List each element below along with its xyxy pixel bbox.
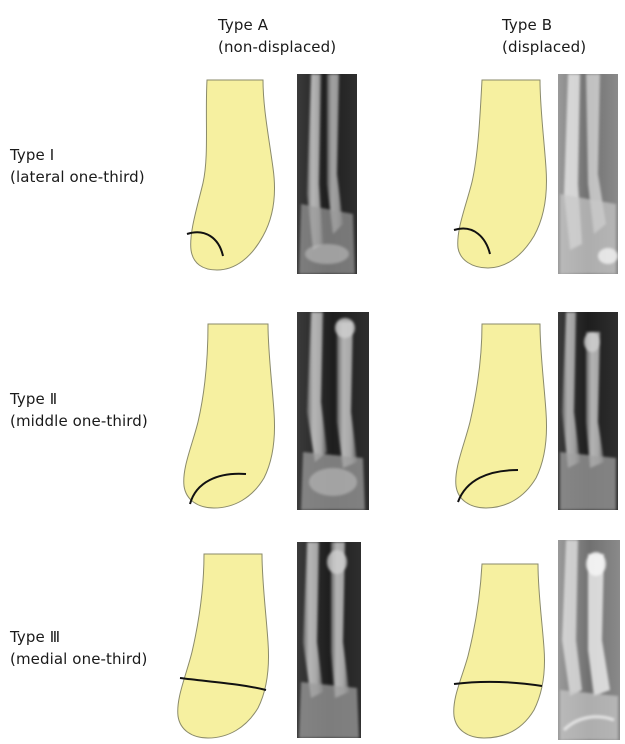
row-header-type-1: Type Ⅰ (lateral one-third) (10, 144, 145, 188)
bone-diagram-type-3a (176, 552, 276, 742)
bone-diagram-type-3b (452, 562, 552, 742)
column-header-type-b: Type B (displaced) (502, 14, 586, 58)
bone-diagram-type-1b (452, 78, 552, 278)
row-subtitle: (medial one-third) (10, 648, 147, 670)
row-subtitle: (middle one-third) (10, 410, 148, 432)
xray-image-type-2a (297, 312, 369, 510)
xray-image-type-1b (558, 74, 618, 274)
bone-diagram-type-2a (178, 322, 278, 512)
xray-image-type-3a (297, 542, 361, 738)
column-header-type-a: Type A (non-displaced) (218, 14, 336, 58)
bone-diagram-type-2b (452, 322, 552, 512)
bone-outline (458, 80, 547, 268)
xray-image-type-2b (558, 312, 618, 510)
bone-outline (456, 324, 547, 508)
bone-outline (191, 80, 275, 270)
row-header-type-3: Type Ⅲ (medial one-third) (10, 626, 147, 670)
bone-outline (184, 324, 275, 508)
row-subtitle: (lateral one-third) (10, 166, 145, 188)
column-subtitle: (displaced) (502, 36, 586, 58)
column-title: Type A (218, 14, 336, 36)
xray-image-type-3b (558, 540, 620, 740)
column-title: Type B (502, 14, 586, 36)
row-title: Type Ⅲ (10, 626, 147, 648)
row-header-type-2: Type Ⅱ (middle one-third) (10, 388, 148, 432)
row-title: Type Ⅱ (10, 388, 148, 410)
bone-outline (454, 564, 545, 738)
bone-diagram-type-1a (183, 78, 283, 278)
xray-image-type-1a (297, 74, 357, 274)
column-subtitle: (non-displaced) (218, 36, 336, 58)
bone-outline (178, 554, 269, 738)
row-title: Type Ⅰ (10, 144, 145, 166)
